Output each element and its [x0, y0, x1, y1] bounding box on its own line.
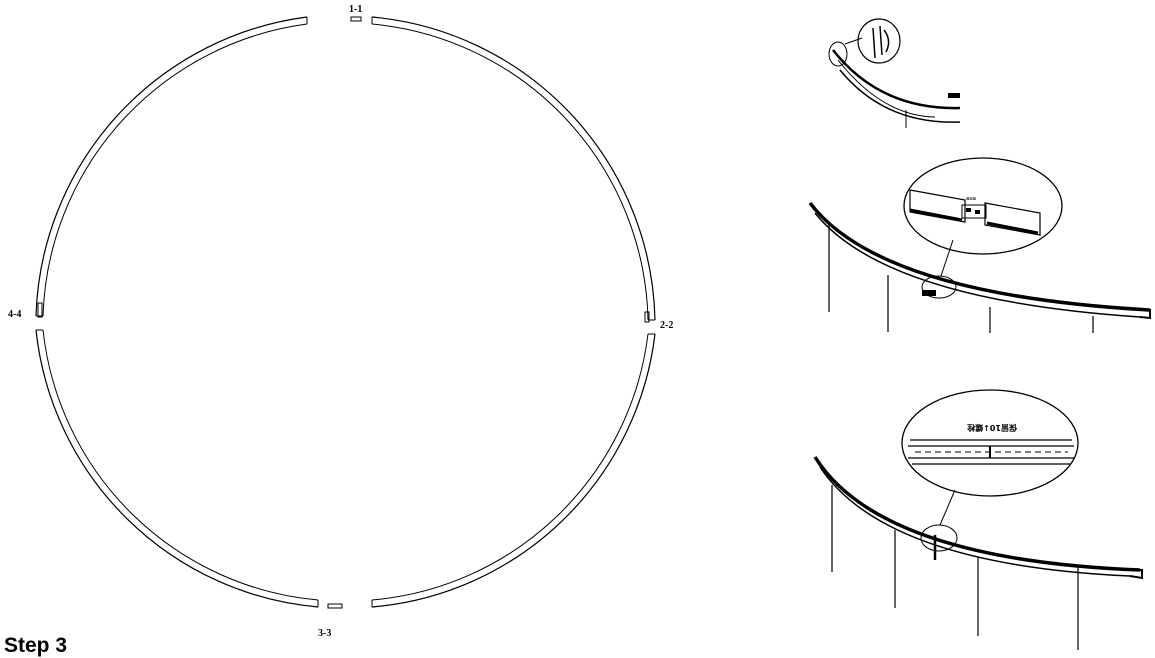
detail-top-track-mid: [837, 59, 936, 118]
detail-top-zoom-marker: [828, 41, 848, 67]
detail-bottom-caption: 保留10↓螺栓: [967, 423, 1018, 433]
detail-bottom-zoom-marker: [920, 524, 958, 552]
detail-bottom-track-end: [1129, 569, 1143, 580]
joint-label-3-3: 3-3: [318, 628, 331, 639]
detail-bottom-leader: [939, 489, 956, 526]
detail-middle-track-inner: [814, 212, 1141, 318]
ring-segment-sw: [35, 329, 319, 608]
detail-middle: ⊠⊠⊠: [808, 157, 1151, 333]
detail-top-leader: [844, 37, 863, 45]
detail-top: [828, 18, 961, 128]
joint-connectors: [37, 16, 650, 609]
ring-segment-sw-inner: [42, 329, 319, 601]
connector-3-3: [327, 603, 343, 609]
detail-middle-zoom-marker: [921, 275, 957, 299]
detail-bottom-zoom-content: [908, 439, 1074, 465]
ring-segment-ne: [371, 16, 656, 321]
connector-2-2: [644, 311, 650, 323]
detail-middle-track-outer: [808, 201, 1151, 312]
detail-top-hanger: [872, 25, 890, 59]
joint-label-2-2: 2-2: [660, 320, 673, 331]
detail-middle-track-end: [1139, 309, 1151, 320]
detail-top-zoom-circle: [857, 18, 901, 64]
ring-segment-nw-inner: [42, 23, 308, 317]
ring-segment-nw: [35, 16, 308, 317]
ring-segment-se: [371, 333, 656, 608]
detail-middle-leader: [940, 239, 954, 277]
connector-1-1: [350, 16, 362, 22]
detail-bottom-hangers: [831, 485, 1079, 650]
joint-label-1-1: 1-1: [349, 4, 362, 15]
detail-middle-zoom-circle: [903, 157, 1063, 255]
ring-segment-se-inner: [371, 333, 649, 601]
detail-bottom-zoom-circle: [901, 389, 1079, 497]
detail-middle-hangers: [828, 225, 1094, 333]
ring-segment-ne-inner: [371, 23, 649, 321]
detail-middle-tag: ⊠⊠⊠: [966, 196, 976, 201]
detail-bottom-track-inner: [819, 466, 1131, 577]
detail-bottom-track-outer: [813, 456, 1141, 572]
detail-top-track-outer: [832, 49, 961, 110]
detail-top-end-tag: [948, 93, 960, 98]
detail-top-track-inner: [839, 69, 961, 123]
detail-middle-zoom-content: ⊠⊠⊠: [909, 189, 1041, 236]
detail-middle-joint-tag: [922, 290, 936, 296]
step-title: Step 3: [4, 634, 68, 657]
joint-label-4-4: 4-4: [8, 309, 21, 320]
detail-bottom: 保留10↓螺栓: [813, 389, 1143, 650]
ring-track: 1-1 2-2 3-3 4-4: [8, 4, 673, 639]
connector-4-4: [37, 302, 43, 318]
